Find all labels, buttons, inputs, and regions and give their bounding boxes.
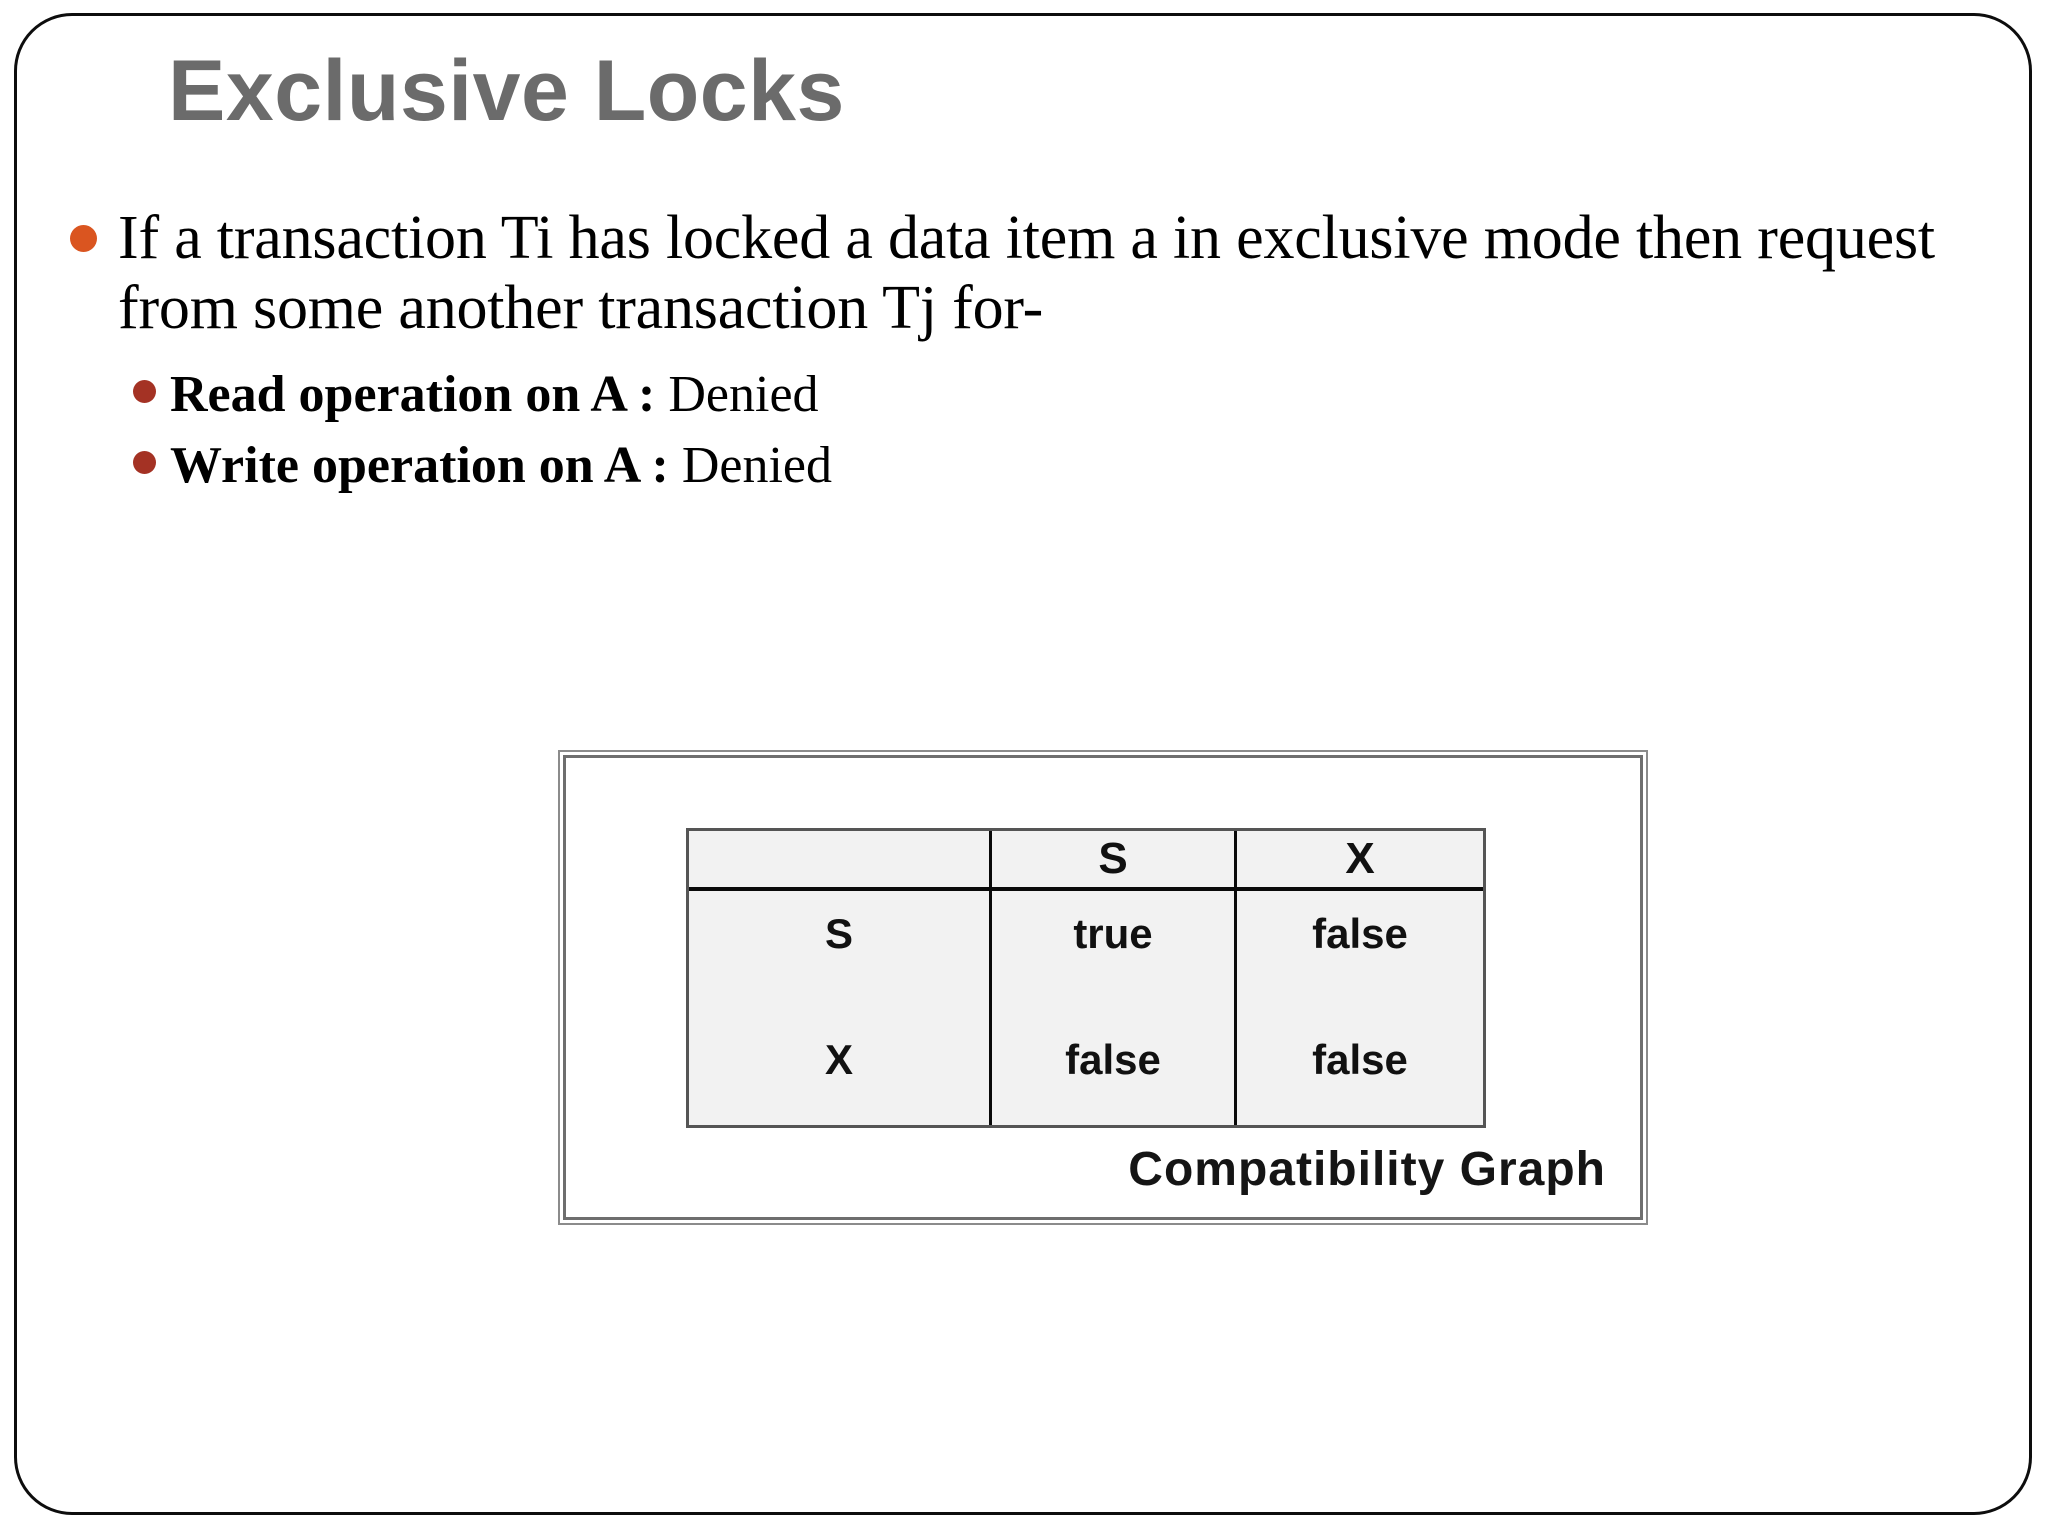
table-header-row: S X (689, 831, 1483, 891)
sub-bullet-label: Read operation on A : (170, 366, 656, 424)
bullet-main-text: If a transaction Ti has locked a data it… (118, 204, 1935, 343)
table-cell-s-x: false (1312, 910, 1408, 957)
table-header-x: X (1234, 831, 1483, 887)
compatibility-graph-figure: S X S X true false false false Compatibi… (558, 750, 1648, 1225)
table-row-header-s: S (824, 910, 853, 957)
compatibility-table: S X S X true false false false (686, 828, 1486, 1128)
table-column-s-values: true false (989, 891, 1234, 1125)
sub-bullet-value: Denied (668, 366, 819, 424)
table-header-corner (689, 831, 989, 887)
table-header-s: S (989, 831, 1234, 887)
list-item-read-operation: Read operation on A : Denied (128, 360, 1962, 431)
page-title: Exclusive Locks (168, 43, 845, 139)
bullet-item-main: If a transaction Ti has locked a data it… (62, 203, 1962, 343)
table-cell-x-s: false (1065, 1036, 1161, 1083)
bullet-dot-icon (133, 380, 156, 404)
table-column-x-values: false false (1234, 891, 1483, 1125)
sub-bullet-label: Write operation on A : (170, 436, 669, 494)
figure-caption: Compatibility Graph (1128, 1143, 1606, 1196)
table-cell-x-x: false (1312, 1036, 1408, 1083)
table-row-headers-column: S X (689, 891, 989, 1125)
bullet-dot-icon (70, 225, 97, 252)
bullet-dot-icon (133, 450, 156, 474)
sub-bullet-value: Denied (681, 436, 832, 494)
list-item-write-operation: Write operation on A : Denied (128, 431, 1962, 502)
table-row-header-x: X (824, 1036, 853, 1083)
table-body: S X true false false false (689, 891, 1483, 1125)
slide-body: If a transaction Ti has locked a data it… (62, 203, 1962, 502)
table-cell-s-s: true (1073, 910, 1153, 957)
sub-bullet-list: Read operation on A : Denied Write opera… (62, 360, 1962, 501)
